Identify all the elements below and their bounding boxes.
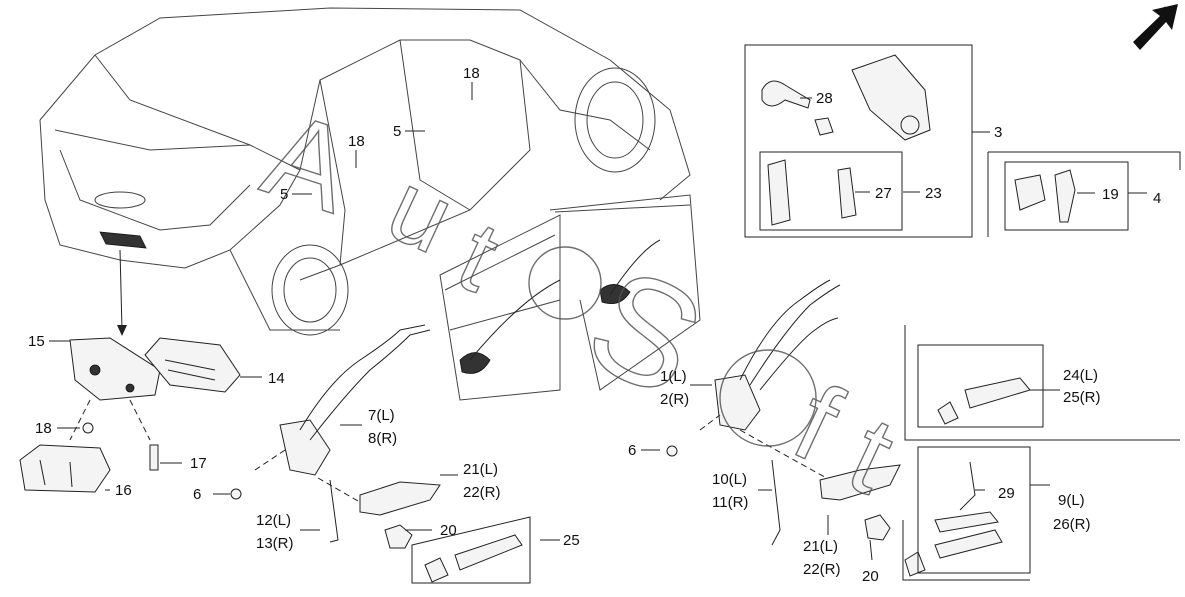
callout-21-l: 21(L) [463,461,498,478]
vehicle-outline [39,7,691,336]
callout-18: 18 [463,65,480,82]
callout-2-r: 2(R) [660,391,689,408]
tailgate-latch-group [19,337,241,493]
watermark-letter: S [565,234,727,429]
watermark-letter: f [777,361,857,486]
callout-16: 16 [115,482,132,499]
parts-boxes [411,44,1181,584]
watermark-letter: t [832,393,912,517]
callout-23: 23 [925,185,942,202]
callout-9-l: 9(L) [1058,492,1085,509]
callout-13-r: 13(R) [256,535,294,552]
callout-20: 20 [440,522,457,539]
callout-6: 6 [193,486,201,503]
callout-3: 3 [994,124,1002,141]
callout-7-l: 7(L) [368,407,395,424]
callout-15: 15 [28,333,45,350]
callout-10-l: 10(L) [712,471,747,488]
leader-lines [49,82,1147,561]
callout-1-l: 1(L) [660,368,687,385]
watermark-letter: u [372,150,470,275]
callout-26-r: 26(R) [1053,516,1091,533]
door-panels [439,194,701,401]
callout-8-r: 8(R) [368,430,397,447]
callout-24-l: 24(L) [1063,367,1098,384]
callout-28: 28 [816,90,833,107]
callout-27: 27 [875,185,892,202]
outer-handles [934,377,1031,559]
front-latch-group [230,324,523,583]
callout-11-r: 11(R) [712,494,748,511]
callout-4: 4 [1153,190,1161,207]
callout-5: 5 [393,123,401,140]
callout-25-r: 25(R) [1063,389,1101,406]
front-direction-arrow-icon [1133,4,1178,50]
callout-6: 6 [628,442,636,459]
callout-18: 18 [35,420,52,437]
watermark-letter: A [249,86,367,238]
callout-21-l: 21(L) [803,538,838,555]
callout-25: 25 [563,532,580,549]
callout-12-l: 12(L) [256,512,291,529]
callout-14: 14 [268,370,285,387]
callout-18: 18 [348,133,365,150]
callout-29: 29 [998,485,1015,502]
callout-22-r: 22(R) [463,484,501,501]
callout-17: 17 [190,455,207,472]
callout-20: 20 [862,568,879,585]
key-parts [761,54,1076,226]
callout-labels: 15 14 18 17 16 6 7(L) 8(R) 21(L) 22(R) 1… [28,65,1161,585]
callout-19: 19 [1102,186,1119,203]
callout-5: 5 [280,186,288,203]
callout-22-r: 22(R) [803,561,841,578]
